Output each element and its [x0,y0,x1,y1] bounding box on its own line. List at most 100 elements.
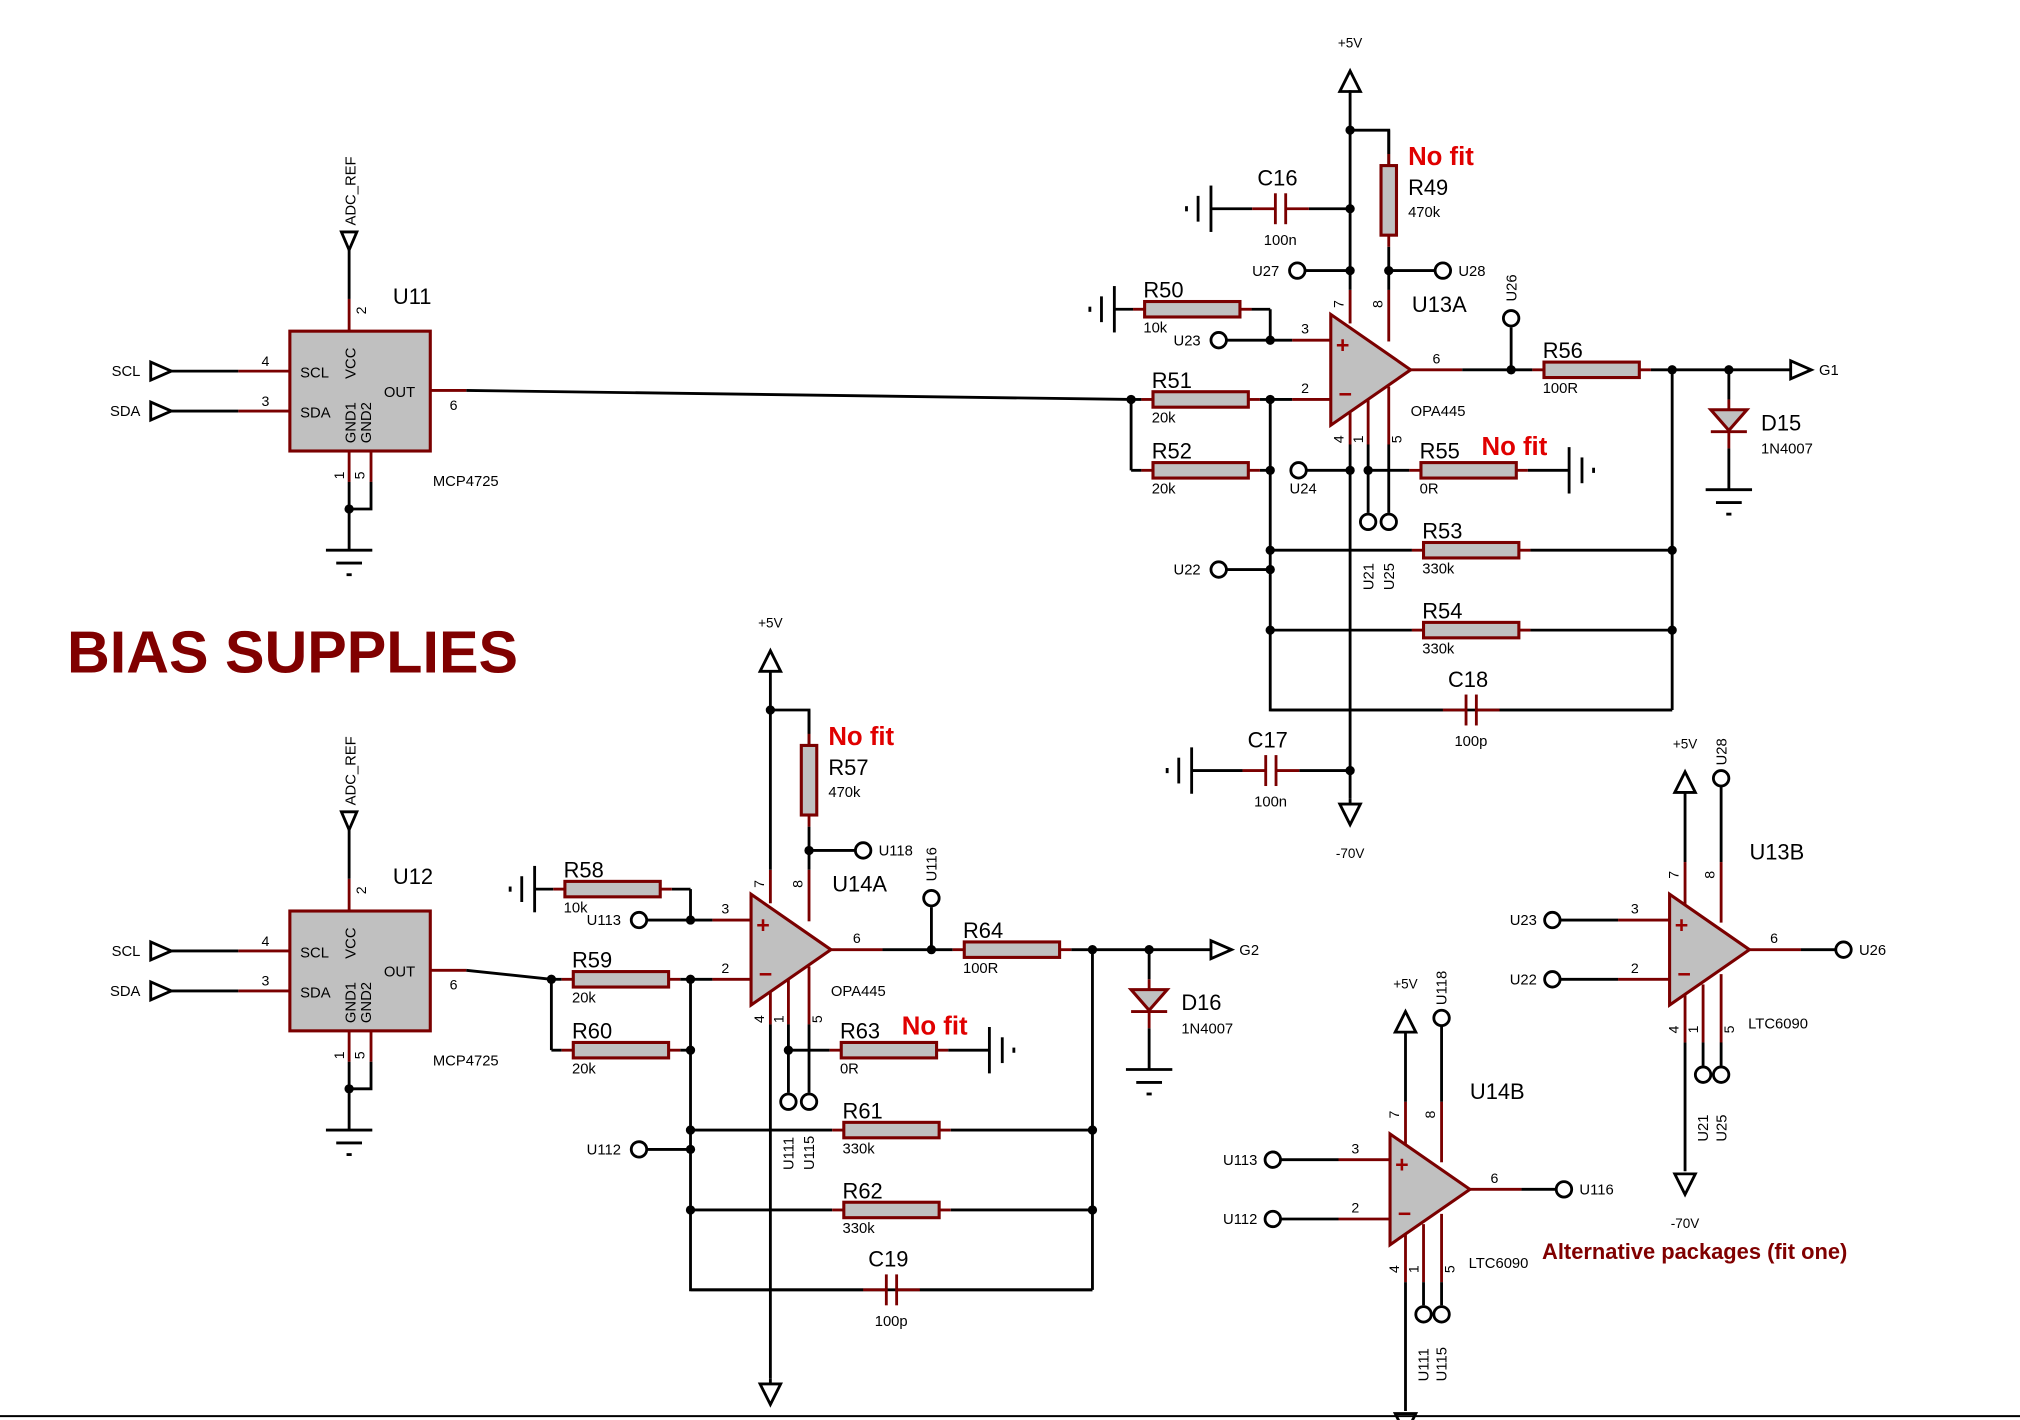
resistor-R49 [1379,164,1399,237]
test-point-icon [629,910,649,930]
test-point-icon [853,841,873,860]
minus-sign: − [1339,381,1353,407]
test-point-label: U21 [1361,563,1377,590]
pin-number: 2 [354,886,370,894]
resistor-value-label: 470k [1408,205,1441,221]
resistor-ref-label: R62 [843,1178,883,1203]
pin-number: 6 [1491,1171,1499,1187]
resistor-value-label: 100R [963,961,998,977]
power-arrow-icon [757,647,783,673]
resistor-R63 [839,1040,939,1060]
no-fit-label: No fit [1408,143,1474,171]
pin-number: 4 [752,1015,768,1023]
junction-dot [1265,564,1275,575]
test-point-label: U113 [1223,1153,1257,1169]
pin-number: 8 [791,880,807,888]
opamp-part-label: LTC6090 [1748,1016,1808,1032]
pin-number: 3 [1351,1141,1359,1157]
test-point-label: U25 [1714,1115,1730,1142]
test-point-label: U111 [782,1137,798,1170]
test-point-icon [1209,331,1228,350]
pin-number: 4 [1667,1025,1683,1033]
test-point-label: U116 [925,847,941,881]
pin-name-vcc: VCC [344,347,360,379]
pin-number: 6 [450,398,458,414]
opamp-U14B [1388,1130,1473,1248]
pin-name-sda: SDA [300,985,331,1001]
opamp-ref-label: U13B [1749,839,1804,864]
resistor-value-label: 330k [1422,561,1455,577]
pin-number: 2 [1631,961,1639,977]
capacitor-value-label: 100p [1454,734,1487,750]
capacitor-ref-label: C19 [868,1247,908,1272]
pin-name-out: OUT [384,965,415,981]
wire [349,481,373,511]
pin-number: 6 [450,978,458,994]
opamp-ref-label: U14A [832,872,887,897]
test-point-icon [922,888,941,908]
power-net-label: -70V [1336,846,1365,861]
power-net-label: -70V [1671,1216,1700,1231]
resistor-R60 [571,1040,671,1060]
pin-name-scl: SCL [300,945,329,961]
pin-number: 7 [1387,1110,1403,1118]
test-point-icon [1693,1065,1713,1084]
pin-number: 3 [262,394,270,410]
diode-value-label: 1N4007 [1181,1021,1233,1037]
junction-dot [685,1205,696,1215]
pin-number: 6 [1433,351,1441,367]
resistor-R58 [563,879,662,899]
test-point-label: U112 [1223,1212,1257,1228]
resistor-R56 [1542,360,1641,380]
plus-sign: + [756,912,770,938]
test-point-label: U24 [1290,482,1317,498]
opamp-part-label: LTC6090 [1469,1256,1529,1272]
pin-number: 8 [1703,871,1719,879]
test-point-icon [779,1092,798,1111]
resistor-R64 [962,940,1062,959]
pin-number: 3 [262,974,270,990]
test-point-label: U115 [802,1136,818,1170]
test-point-label: U23 [1510,913,1537,929]
port-arrow-icon [1209,938,1236,961]
pin-number: 7 [1667,871,1683,879]
capacitor-value-label: 100n [1254,795,1287,811]
pin-number: 3 [721,902,729,918]
pin-number: 4 [1387,1265,1403,1273]
resistor-R62 [842,1200,941,1220]
power-net-label: +5V [1673,737,1697,752]
pin-number: 5 [1442,1265,1458,1273]
resistor-ref-label: R63 [840,1019,880,1044]
pin-number: 4 [262,934,270,950]
dac-U11 [288,329,432,453]
opamp-ref-label: U13A [1412,292,1467,317]
alternative-packages-note: Alternative packages (fit one) [1542,1239,1847,1264]
resistor-ref-label: R53 [1422,519,1462,544]
pin-number: 6 [1770,931,1778,947]
plus-sign: + [1675,912,1689,938]
pin-number: 1 [1351,435,1367,443]
test-point-label: U22 [1174,563,1201,579]
resistor-R57 [799,743,819,817]
test-point-label: U112 [587,1143,621,1159]
junction-dot [1345,765,1355,776]
power-arrow-icon [1672,768,1698,794]
resistor-R61 [842,1120,941,1140]
resistor-value-label: 10k [564,900,588,916]
test-point-icon [1379,512,1398,532]
capacitor-ref-label: C18 [1448,667,1488,692]
resistor-value-label: 20k [572,1061,596,1077]
test-point-icon [1358,512,1378,532]
net-label: G2 [1239,943,1259,959]
resistor-ref-label: R54 [1422,599,1462,624]
resistor-value-label: 0R [840,1061,859,1077]
test-point-label: U28 [1458,264,1485,280]
pin-name-gnd2: GND2 [359,402,375,443]
pin-number: 1 [332,1051,348,1059]
resistor-value-label: 330k [843,1141,876,1157]
resistor-value-label: 20k [1152,482,1176,498]
plus-sign: + [1336,332,1350,358]
opamp-part-label: OPA445 [1411,404,1466,420]
test-point-icon [1711,769,1731,788]
